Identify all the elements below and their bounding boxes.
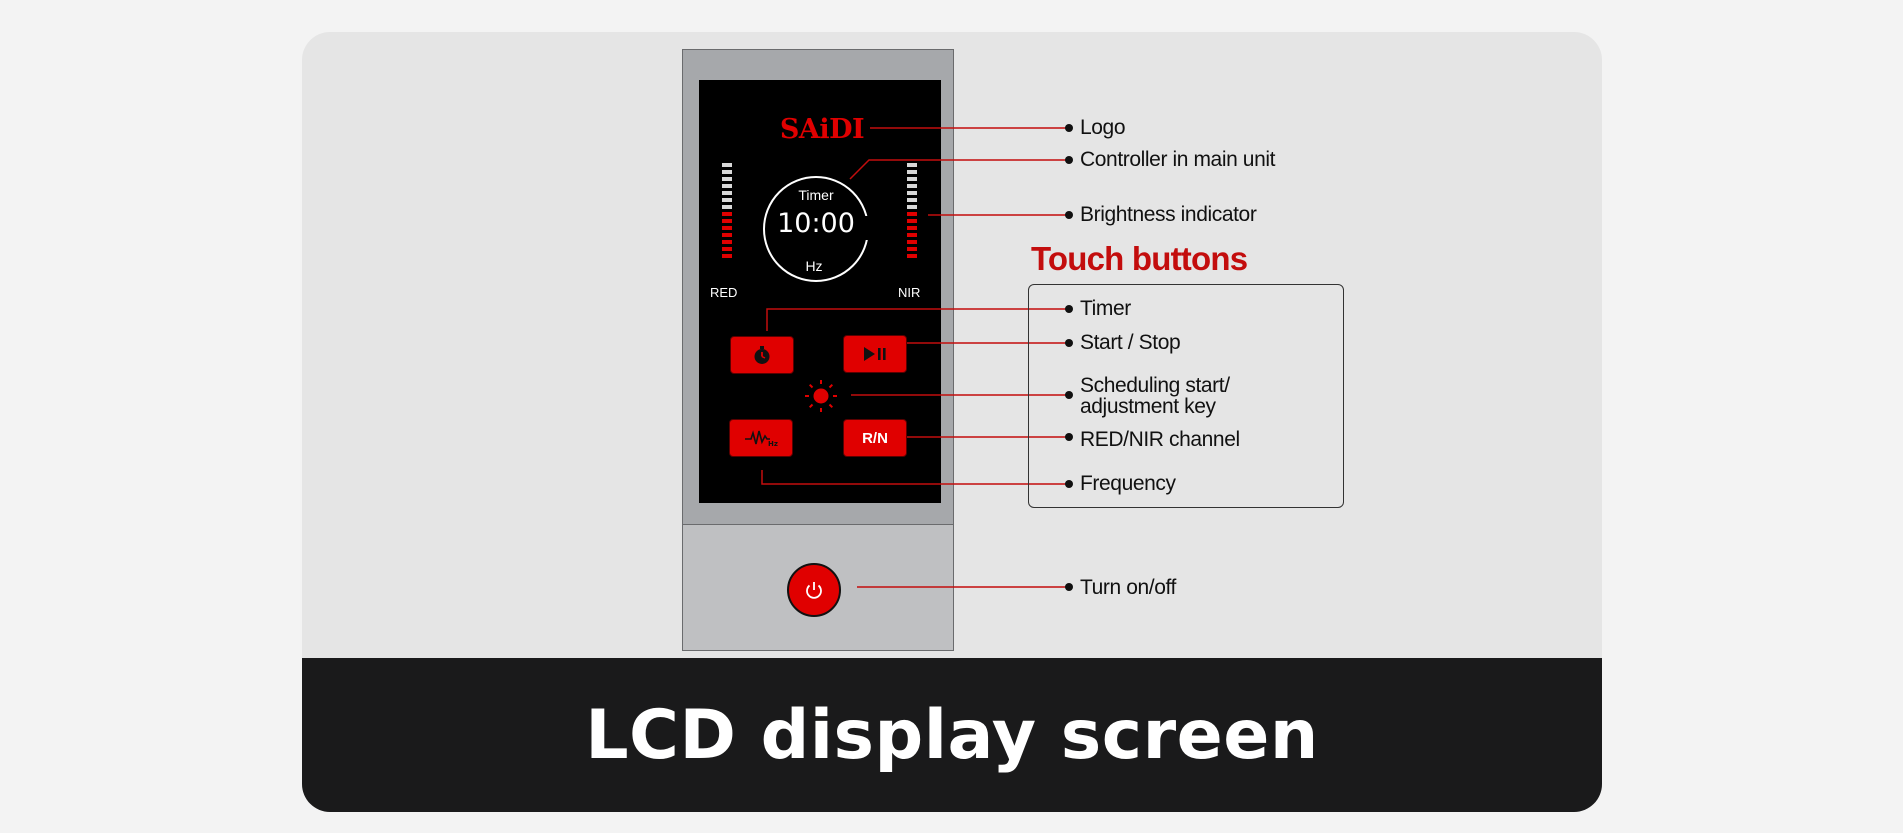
- label-scheduling-1: Scheduling start/: [1080, 374, 1230, 397]
- timer-button[interactable]: [730, 336, 794, 374]
- footer-banner: LCD display screen: [302, 658, 1602, 812]
- sun-icon[interactable]: [804, 379, 838, 413]
- waveform-hz-icon: Hz: [745, 430, 778, 447]
- stopwatch-icon: [754, 346, 770, 364]
- frequency-button[interactable]: Hz: [729, 419, 793, 457]
- label-scheduling-2: adjustment key: [1080, 395, 1216, 418]
- timer-label: Timer: [798, 187, 834, 203]
- label-logo: Logo: [1080, 116, 1126, 139]
- timer-value: 10:00: [777, 208, 855, 239]
- red-brightness-bars: [722, 163, 732, 258]
- touch-buttons-box: [1028, 284, 1344, 508]
- footer-title: LCD display screen: [585, 695, 1319, 775]
- label-controller: Controller in main unit: [1080, 148, 1276, 171]
- brand-logo: SAiDI: [779, 114, 865, 145]
- label-power: Turn on/off: [1080, 576, 1176, 599]
- dial-gap: [865, 216, 873, 240]
- touch-buttons-title: Touch buttons: [1031, 240, 1248, 277]
- label-start-stop: Start / Stop: [1080, 331, 1181, 354]
- hz-label: Hz: [805, 258, 823, 274]
- nir-channel-label: NIR: [898, 285, 921, 300]
- red-channel-label: RED: [710, 285, 738, 300]
- diagram-card: SAiDI RED NIR Timer 10:00 Hz: [302, 32, 1602, 812]
- label-brightness: Brightness indicator: [1080, 203, 1257, 226]
- label-red-nir: RED/NIR channel: [1080, 428, 1240, 451]
- power-icon: [806, 582, 822, 599]
- svg-text:Hz: Hz: [768, 440, 778, 447]
- label-timer: Timer: [1080, 297, 1131, 320]
- start-stop-button[interactable]: [843, 335, 907, 373]
- play-pause-icon: [864, 347, 886, 361]
- label-frequency: Frequency: [1080, 472, 1176, 495]
- red-nir-button[interactable]: R/N: [843, 419, 907, 457]
- nir-brightness-bars: [907, 163, 917, 258]
- power-button[interactable]: [787, 563, 841, 617]
